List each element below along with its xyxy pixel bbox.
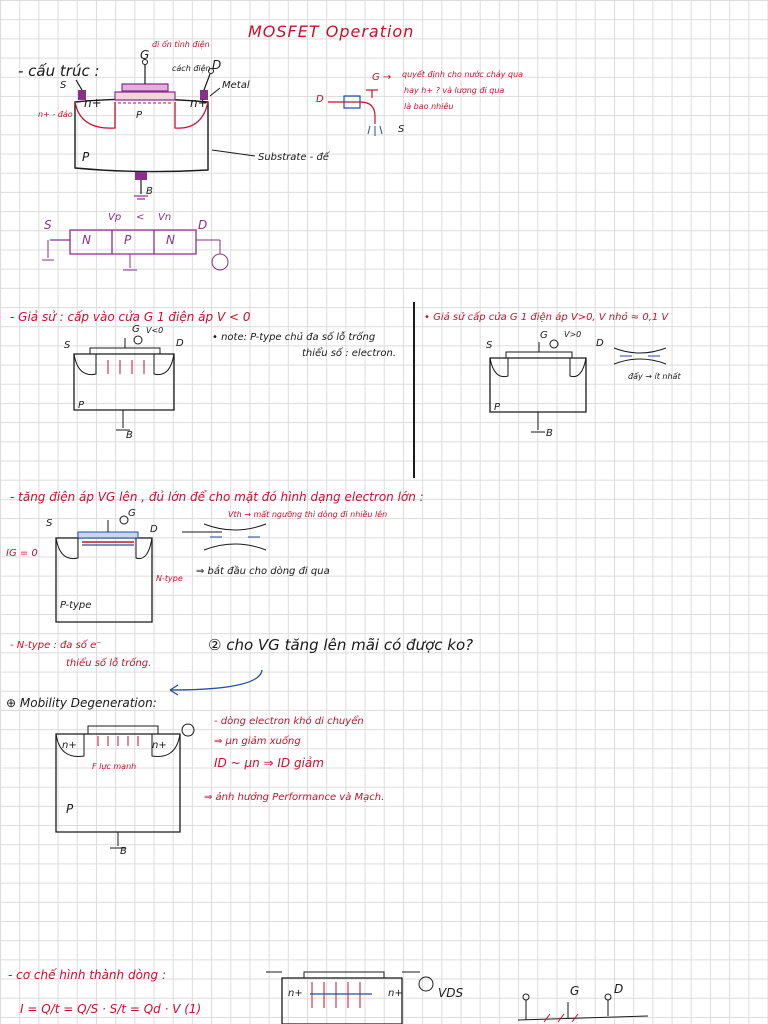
bottom-right-sketch	[508, 986, 658, 1024]
npn-cell-n1: N	[82, 233, 91, 247]
valve-sketch	[320, 76, 400, 146]
increase-heading: - tăng điện áp VG lên , đủ lớn để cho mặ…	[10, 490, 424, 504]
n-right-label: n+	[190, 96, 208, 110]
bottom-n-left: n+	[288, 988, 303, 999]
assume-pos-vin: V>0	[564, 330, 581, 339]
ntype-note-2: thiểu số lỗ trống.	[66, 658, 151, 669]
npn-s-label: S	[44, 218, 52, 232]
bulk-label: B	[146, 186, 153, 197]
ptype-label: P-type	[60, 600, 91, 611]
bottom-vds: VDS	[438, 986, 463, 1000]
npn-vn-label: Vn	[158, 212, 171, 223]
assume-pos-g: G	[540, 330, 548, 341]
assume-pos-note: đẩy → ít nhất	[628, 372, 681, 381]
mobility-diagram	[48, 712, 208, 862]
mobility-line-1: - dòng electron khó di chuyển	[214, 716, 364, 727]
npn-cell-p: P	[124, 233, 131, 247]
mobility-heading: ⊕ Mobility Degeneration:	[6, 696, 157, 710]
assume-neg-b: B	[126, 430, 133, 441]
left-note: n+ - đảo	[38, 110, 73, 119]
valve-gate-arrow: G →	[372, 72, 391, 83]
ig-label: IG = 0	[6, 548, 38, 559]
p-body-label: P	[82, 150, 89, 164]
increase-s: S	[46, 518, 52, 529]
p-channel-label: P	[136, 110, 142, 121]
drain-label: D	[212, 58, 221, 72]
source-label: S	[60, 80, 66, 91]
valve-drain-label: D	[316, 94, 324, 105]
mosfet-structure-diagram	[40, 38, 300, 208]
question-arrow	[150, 666, 270, 696]
assume-neg-d: D	[176, 338, 184, 349]
assume-neg-heading: - Giả sử : cấp vào cửa G 1 điện áp V < 0	[10, 310, 250, 324]
valve-note-1: quyết định cho nước chảy qua	[402, 70, 523, 79]
assume-neg-s: S	[64, 340, 70, 351]
flow-note: ⇒ bắt đầu cho dòng đi qua	[196, 566, 330, 577]
mobility-line-2: ⇒ μn giảm xuống	[214, 736, 301, 747]
gate-label: G	[140, 48, 149, 62]
substrate-label: Substrate - đế	[258, 152, 329, 163]
n-left-label: n+	[84, 96, 102, 110]
mobility-f: F lực mạnh	[92, 762, 136, 771]
mobility-n-right: n+	[152, 740, 167, 751]
vth-note: Vth → mất ngưỡng thì dòng đi nhiều lên	[228, 510, 387, 519]
assume-neg-diagram	[68, 330, 208, 440]
assume-pos-diagram	[484, 334, 604, 444]
metal-label: Metal	[222, 80, 250, 91]
npn-vp-label: Vp	[108, 212, 121, 223]
gate-note: đi ổn tỉnh điện	[152, 40, 210, 49]
mobility-p: P	[66, 802, 73, 816]
bottom-g: G	[570, 984, 579, 998]
increase-g: G	[128, 508, 136, 519]
assume-neg-vin: V<0	[146, 326, 163, 335]
valve-note-2: hay h+ ? và lượng đi qua	[404, 86, 504, 95]
valve-source-label: S	[398, 124, 404, 135]
assume-pos-d: D	[596, 338, 604, 349]
vertical-divider	[413, 302, 415, 478]
assume-pos-s: S	[486, 340, 492, 351]
assume-neg-g: G	[132, 324, 140, 335]
mobility-line-3: ID ~ μn ⇒ ID giảm	[214, 756, 324, 770]
assume-neg-note-1: • note: P-type chủ đa số lỗ trống	[212, 332, 375, 343]
npn-cell-n2: N	[166, 233, 175, 247]
assume-pos-heading: • Giả sử cấp cửa G 1 điện áp V>0, V nhỏ …	[424, 312, 668, 323]
increase-d: D	[150, 524, 158, 535]
ntype-note-1: - N-type : đa số e⁻	[10, 640, 102, 651]
npn-d-label: D	[198, 218, 207, 232]
ntype-label: N-type	[156, 574, 183, 583]
mobility-b: B	[120, 846, 127, 857]
bottom-n-right: n+	[388, 988, 403, 999]
assume-neg-p: P	[78, 400, 84, 411]
channel-sketch	[200, 520, 270, 554]
npn-diagram	[30, 212, 220, 282]
question-note: ② cho VG tăng lên mãi có được ko?	[208, 636, 473, 654]
valve-note-3: là bao nhiêu	[404, 102, 453, 111]
pinch-sketch	[610, 344, 670, 368]
bottom-heading: - cơ chế hình thành dòng :	[8, 968, 166, 982]
bottom-formula: I = Q/t = Q/S · S/t = Qd · V (1)	[20, 1002, 201, 1016]
oxide-note: cách điện	[172, 64, 211, 73]
mobility-n-left: n+	[62, 740, 77, 751]
bottom-d: D	[614, 982, 623, 996]
npn-le-label: <	[136, 212, 144, 223]
mobility-line-4: ⇒ ảnh hưởng Performance và Mạch.	[204, 792, 384, 803]
assume-neg-note-2: thiểu số : electron.	[302, 348, 396, 359]
assume-pos-b: B	[546, 428, 553, 439]
assume-pos-p: P	[494, 402, 500, 413]
